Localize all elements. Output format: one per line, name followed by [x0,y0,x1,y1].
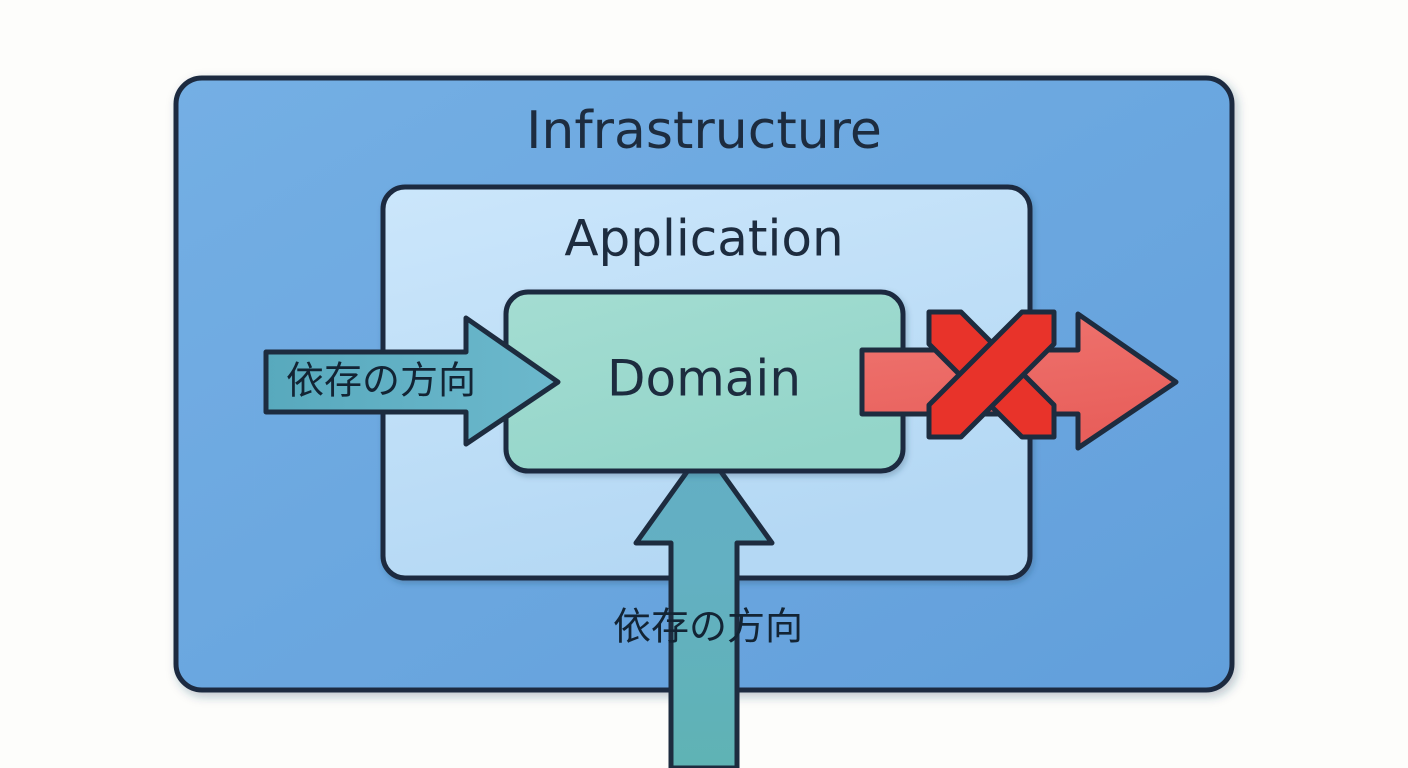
bottom-arrow-label: 依存の方向 [613,605,803,649]
left-arrow-shape [263,315,561,447]
cross-icon [926,309,1057,440]
layer-domain[interactable]: Domain [503,289,906,474]
cross-stroke-b [926,309,1057,440]
bottom-dependency-arrow[interactable]: 依存の方向 [613,445,803,768]
forbidden-dependency-arrow[interactable] [859,309,1179,451]
left-dependency-arrow[interactable]: 依存の方向 [263,315,561,447]
bottom-arrow-shape [633,445,775,768]
domain-label: Domain [607,350,801,408]
left-arrow-label: 依存の方向 [286,359,476,403]
infrastructure-label: Infrastructure [526,101,882,161]
application-label: Application [564,210,843,268]
